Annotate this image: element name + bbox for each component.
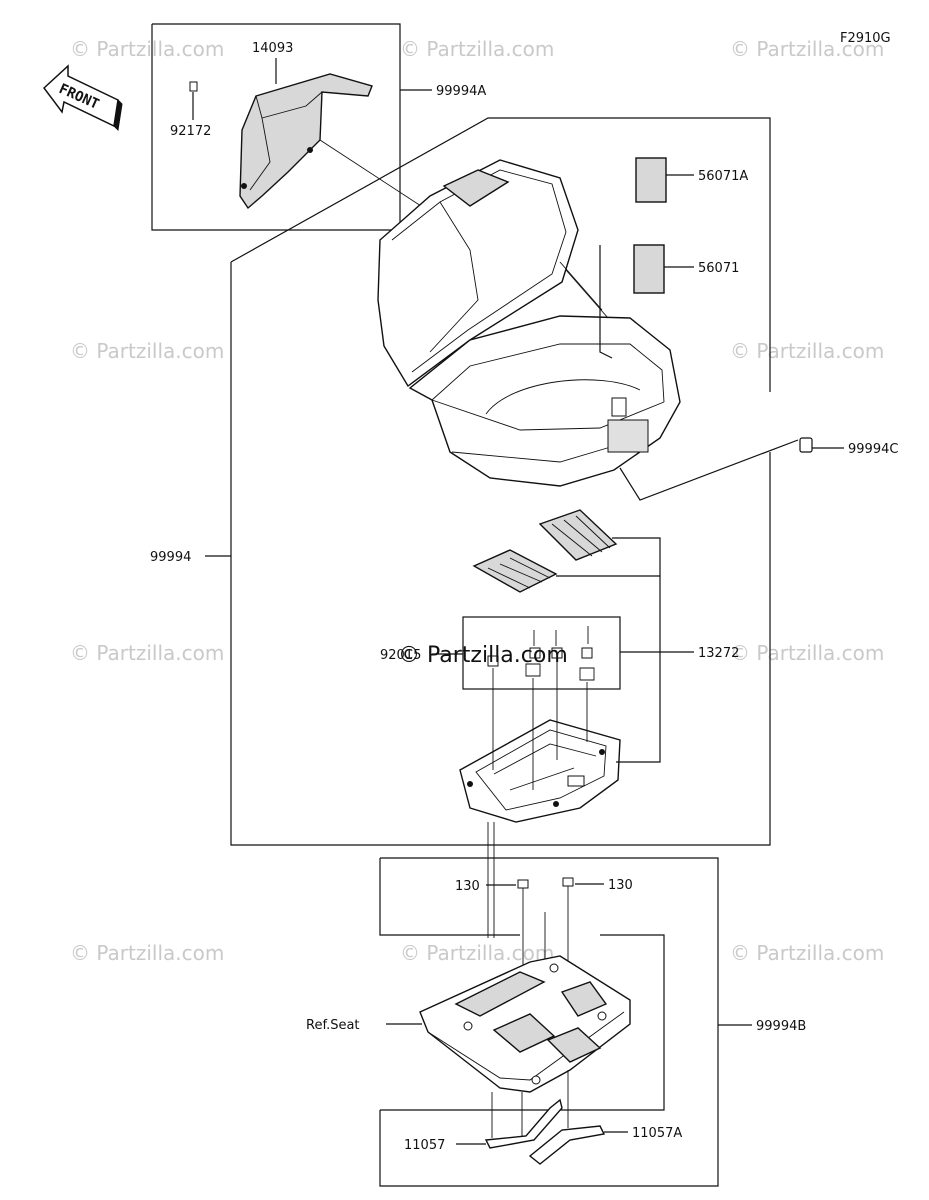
bracket-13272 <box>612 537 661 763</box>
group-frame-99994 <box>230 262 771 846</box>
watermark: © Partzilla.com <box>70 941 224 965</box>
label-99994c: 99994C <box>848 442 898 457</box>
label-92172: 92172 <box>170 124 211 139</box>
carrier-plate <box>419 955 631 1093</box>
leader-99994c-line <box>619 439 799 501</box>
fastener-group-92015 <box>462 616 621 690</box>
base-plate <box>459 719 621 823</box>
sticker-56071a <box>635 157 667 203</box>
watermark: © Partzilla.com <box>730 37 884 61</box>
front-direction-arrow: FRONT <box>42 64 123 132</box>
label-99994a: 99994A <box>436 84 486 99</box>
bracket-11057 <box>484 1098 563 1149</box>
watermark: © Partzilla.com <box>400 37 554 61</box>
group-frame-99994b-inner <box>379 858 520 936</box>
figure-code: F2910G <box>840 31 891 46</box>
label-13272: 13272 <box>698 646 739 661</box>
sticker-56071 <box>633 244 665 294</box>
label-99994b: 99994B <box>756 1019 806 1034</box>
rubber-pad-upper <box>538 509 618 561</box>
watermark-center: © Partzilla.com <box>398 643 568 668</box>
watermark: © Partzilla.com <box>730 641 884 665</box>
fasteners-92015 <box>487 626 595 681</box>
key-cap-99994c <box>799 437 813 453</box>
watermark: © Partzilla.com <box>70 37 224 61</box>
label-92015: 92015 <box>380 648 421 663</box>
rubber-pad-lower <box>472 549 558 593</box>
bolt-130-right <box>562 877 574 898</box>
label-11057: 11057 <box>404 1138 445 1153</box>
backrest-pad-14093 <box>239 73 373 210</box>
sticker-bracket <box>599 245 613 359</box>
label-56071: 56071 <box>698 261 739 276</box>
bracket-11057a <box>528 1125 606 1165</box>
watermark: © Partzilla.com <box>400 941 554 965</box>
label-130-left: 130 <box>455 879 480 894</box>
screw-92172 <box>189 81 198 92</box>
group-frame-99994b <box>379 857 719 1187</box>
label-56071a: 56071A <box>698 169 748 184</box>
label-130-right: 130 <box>608 878 633 893</box>
top-case <box>377 159 681 487</box>
group-frame-99994-top <box>230 117 771 392</box>
watermark: © Partzilla.com <box>70 339 224 363</box>
bolt-130-left <box>517 879 529 900</box>
label-11057a: 11057A <box>632 1126 682 1141</box>
watermark: © Partzilla.com <box>730 339 884 363</box>
watermark: © Partzilla.com <box>730 941 884 965</box>
label-99994: 99994 <box>150 550 191 565</box>
label-14093: 14093 <box>252 41 293 56</box>
label-ref-seat: Ref.Seat <box>306 1018 360 1033</box>
watermark: © Partzilla.com <box>70 641 224 665</box>
